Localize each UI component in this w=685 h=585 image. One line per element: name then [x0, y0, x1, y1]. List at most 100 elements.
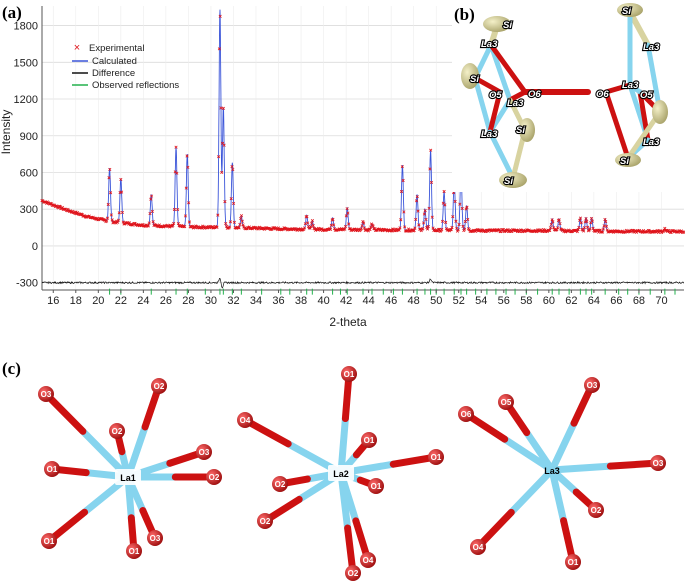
- x-tick-label: 18: [70, 295, 82, 307]
- experimental-point: [231, 167, 235, 172]
- oxygen-label: O2: [591, 506, 602, 515]
- experimental-point: [427, 206, 431, 210]
- experimental-point: [423, 209, 427, 213]
- experimental-point: [417, 223, 421, 227]
- x-tick-label: 70: [655, 295, 667, 307]
- experimental-point: [453, 199, 457, 204]
- experimental-point: [461, 224, 465, 228]
- experimental-point: [232, 220, 236, 224]
- x-tick-label: 66: [610, 295, 622, 307]
- experimental-point: [557, 218, 561, 222]
- experimental-point: [448, 228, 452, 232]
- oxygen-atom: [458, 406, 474, 422]
- experimental-point: [556, 226, 560, 230]
- oxygen-atom: [428, 449, 444, 465]
- x-tick-label: 52: [453, 295, 465, 307]
- oxygen-atom: [498, 394, 514, 410]
- experimental-point: [360, 224, 364, 228]
- legend-reflections-label: Observed reflections: [92, 80, 179, 91]
- panel-a-label: (a): [2, 3, 22, 22]
- oxygen-label: O5: [501, 398, 512, 407]
- atom-label: Si: [620, 156, 629, 167]
- oxygen-label: O2: [260, 517, 271, 526]
- legend-reflections: Observed reflections: [72, 80, 179, 91]
- atom-label: Si: [622, 6, 631, 17]
- experimental-point: [578, 216, 583, 220]
- la-o-bond-o-half: [241, 416, 292, 448]
- experimental-point: [105, 219, 109, 223]
- experimental-point: [579, 221, 583, 225]
- la-o-bond-o-half: [474, 508, 515, 551]
- experimental-point: [116, 218, 121, 222]
- atom-label: O6: [528, 89, 541, 100]
- x-tick-label: 60: [543, 295, 555, 307]
- x-tick-label: 20: [92, 295, 104, 307]
- x-tick-label: 46: [385, 295, 397, 307]
- oxygen-atom: [361, 432, 377, 448]
- oxygen-atom: [38, 386, 54, 402]
- experimental-point: [109, 213, 113, 217]
- oxygen-atom: [470, 539, 486, 555]
- x-tick-label: 40: [317, 295, 329, 307]
- experimental-point: [119, 177, 123, 182]
- experimental-point: [224, 221, 228, 226]
- experimental-point: [410, 228, 414, 232]
- experimental-point: [551, 220, 555, 224]
- si-atom: [652, 100, 668, 124]
- experimental-point: [187, 220, 192, 224]
- experimental-point: [601, 227, 605, 231]
- experimental-point: [425, 225, 429, 229]
- x-tick-label: 30: [205, 295, 217, 307]
- experimental-point: [332, 223, 336, 227]
- experimental-point: [120, 210, 125, 215]
- x-tick-label: 32: [227, 295, 239, 307]
- oxygen-label: O3: [199, 448, 210, 457]
- experimental-point: [558, 221, 562, 226]
- oxygen-atom: [341, 366, 357, 382]
- experimental-point: [232, 201, 236, 205]
- experimental-point: [109, 191, 113, 195]
- x-tick-label: 62: [565, 295, 577, 307]
- x-tick-label: 22: [115, 295, 127, 307]
- reflection-markers: [109, 288, 676, 295]
- experimental-point: [295, 228, 299, 232]
- experimental-point: [239, 216, 243, 221]
- experimental-point: [344, 214, 348, 218]
- y-tick-label: 900: [20, 131, 38, 143]
- experimental-point: [402, 210, 406, 214]
- oxygen-label: O2: [154, 382, 165, 391]
- experimental-point: [466, 217, 470, 221]
- oxygen-label: O3: [653, 459, 664, 468]
- difference-curve: [41, 278, 684, 289]
- experimental-point: [450, 225, 454, 230]
- experimental-point: [239, 214, 244, 218]
- experimental-point: [186, 165, 190, 169]
- experimental-point: [511, 228, 516, 232]
- experimental-point: [422, 212, 426, 216]
- experimental-point: [464, 207, 468, 211]
- oxygen-atom: [126, 543, 142, 559]
- oxygen-label: O1: [47, 465, 58, 474]
- legend-experimental-label: Experimental: [89, 43, 144, 54]
- oxygen-atom: [206, 469, 222, 485]
- experimental-point: [222, 143, 226, 147]
- experimental-point: [403, 225, 407, 229]
- experimental-point: [399, 218, 403, 222]
- experimental-point: [215, 225, 219, 229]
- experimental-point: [359, 227, 363, 231]
- experimental-point: [343, 224, 348, 229]
- x-tick-label: 34: [250, 295, 262, 307]
- experimental-point: [146, 224, 151, 228]
- oxygen-label: O1: [431, 453, 442, 462]
- chart-legend: × Experimental Calculated Difference Obs…: [72, 42, 179, 91]
- experimental-point: [451, 215, 455, 219]
- experimental-point: [309, 225, 313, 229]
- experimental-point: [600, 230, 605, 234]
- experimental-point: [397, 228, 401, 232]
- experimental-point: [440, 219, 445, 223]
- atom-label: Si: [504, 176, 513, 187]
- experimental-point: [175, 171, 179, 175]
- legend-x-marker: ×: [74, 42, 80, 54]
- experimental-point: [306, 221, 310, 225]
